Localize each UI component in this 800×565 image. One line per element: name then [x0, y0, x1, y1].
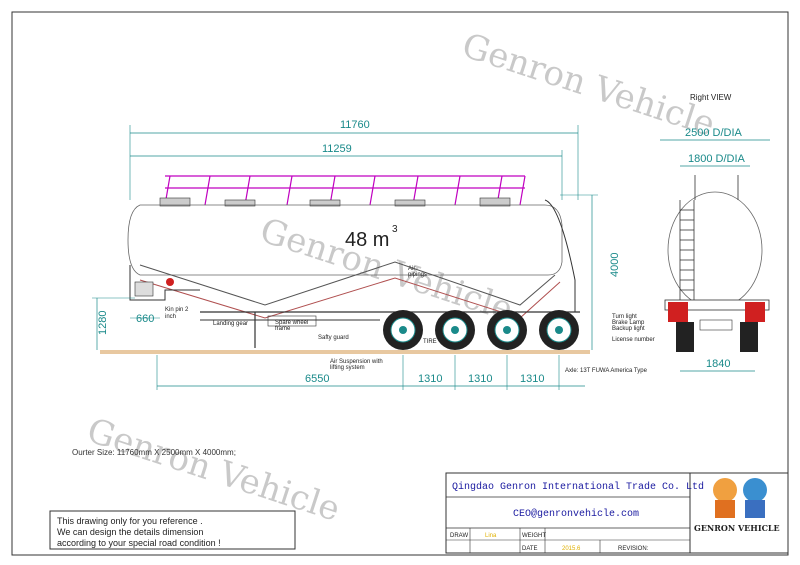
label-suspension: Air Suspension with [330, 359, 383, 365]
label-landing-gear: Landing gear [213, 321, 248, 327]
dim-axle-spacing: 1310 [468, 373, 492, 385]
tank-volume-exp: 3 [392, 224, 398, 235]
title-block: Qingdao Genron International Trade Co. L… [445, 472, 789, 554]
license-plate [699, 319, 733, 331]
company-name: Qingdao Genron International Trade Co. L… [452, 481, 704, 493]
gooseneck [129, 265, 200, 301]
label-suspension-sub: lifting system [330, 365, 365, 371]
side-view: 11760 11259 [92, 119, 648, 390]
label-kingpin-sub: inch [165, 314, 176, 320]
tank-body [127, 204, 563, 276]
sheet-border [11, 11, 789, 556]
date-value: 2015.6 [562, 546, 581, 552]
label-safety-guard: Safty guard [318, 335, 349, 341]
rear-ladder-support [544, 199, 576, 312]
ladder [679, 200, 695, 300]
rear-tire [740, 322, 758, 352]
tank-volume: 48 m [345, 229, 389, 251]
dim-kingpin-height: 1280 [97, 311, 109, 335]
handrail [164, 175, 526, 206]
dim-axle-spacing: 1310 [520, 373, 544, 385]
date-label: DATE [522, 546, 538, 552]
wheel [383, 310, 423, 350]
draw-value: Lina [485, 533, 497, 539]
wheels [383, 310, 579, 350]
dim-kingpin-offset: 660 [136, 313, 154, 325]
wheel [539, 310, 579, 350]
rear-tire [676, 322, 694, 352]
dim-axle-spacing: 1310 [418, 373, 442, 385]
wheel [487, 310, 527, 350]
draw-label: DRAW [450, 533, 468, 539]
label-axle: Axle: 13T FUWA America Type [565, 368, 648, 374]
discharge-pipe [139, 277, 561, 319]
label-spare-wheel: Spare wheel [275, 320, 308, 326]
right-view: Right VIEW 2500 D/DIA 1800 D/DIA Turn li… [612, 93, 770, 372]
lamp-icon [745, 302, 765, 322]
label-spare-wheel-sub: frame [275, 326, 291, 332]
rear-bumper [664, 299, 770, 311]
mascot-icon [743, 478, 767, 502]
dim-outer-dia: 2500 D/DIA [685, 127, 743, 139]
dim-track: 1840 [706, 358, 730, 370]
watermark: Genron Vehicle [457, 26, 719, 145]
label-tire: TIRE [423, 339, 437, 345]
logo-text: GENRON VEHICLE [694, 523, 780, 533]
manhole [159, 197, 511, 207]
spare-wheel-frame [267, 315, 317, 327]
dim-height: 4000 [609, 253, 621, 277]
dim-to-axle: 6550 [305, 373, 329, 385]
label-air-piping: Air [408, 266, 415, 272]
weight-label: WEIGHT [522, 533, 546, 539]
dim-inner-dia: 1800 D/DIA [688, 153, 746, 165]
note-line: This drawing only for you reference . [57, 516, 203, 526]
right-view-title: Right VIEW [690, 93, 732, 102]
legend-license-number: License number [612, 337, 655, 343]
ground-line [100, 350, 590, 354]
label-kingpin: Kin pin 2 [165, 307, 189, 313]
note-box: This drawing only for you reference . We… [49, 510, 296, 550]
dim-tank-length: 11259 [322, 143, 352, 155]
dim-total-length: 11760 [340, 119, 370, 131]
wheel [435, 310, 475, 350]
revision-label: REVISION: [618, 546, 649, 552]
company-logo: GENRON VEHICLE [694, 478, 780, 533]
hopper-cones [139, 261, 556, 306]
legend-backup-light: Backup light [612, 326, 645, 332]
kingpin-box [134, 281, 154, 297]
note-line: according to your special road condition… [57, 538, 221, 548]
label-air-piping-sub: pipings [408, 272, 427, 278]
outer-size: Ourter Size: 11760mm X 2500mm X 4000mm; [72, 448, 236, 457]
company-email: CEO@genronvehicle.com [513, 508, 639, 520]
mascot-icon [713, 478, 737, 502]
lamp-icon [668, 302, 688, 322]
note-line: We can design the details dimension [57, 527, 203, 537]
valve-icon [166, 278, 174, 286]
legend-brake-lamp: Brake Lamp [612, 320, 645, 326]
legend-turn-light: Turn light [612, 314, 637, 320]
